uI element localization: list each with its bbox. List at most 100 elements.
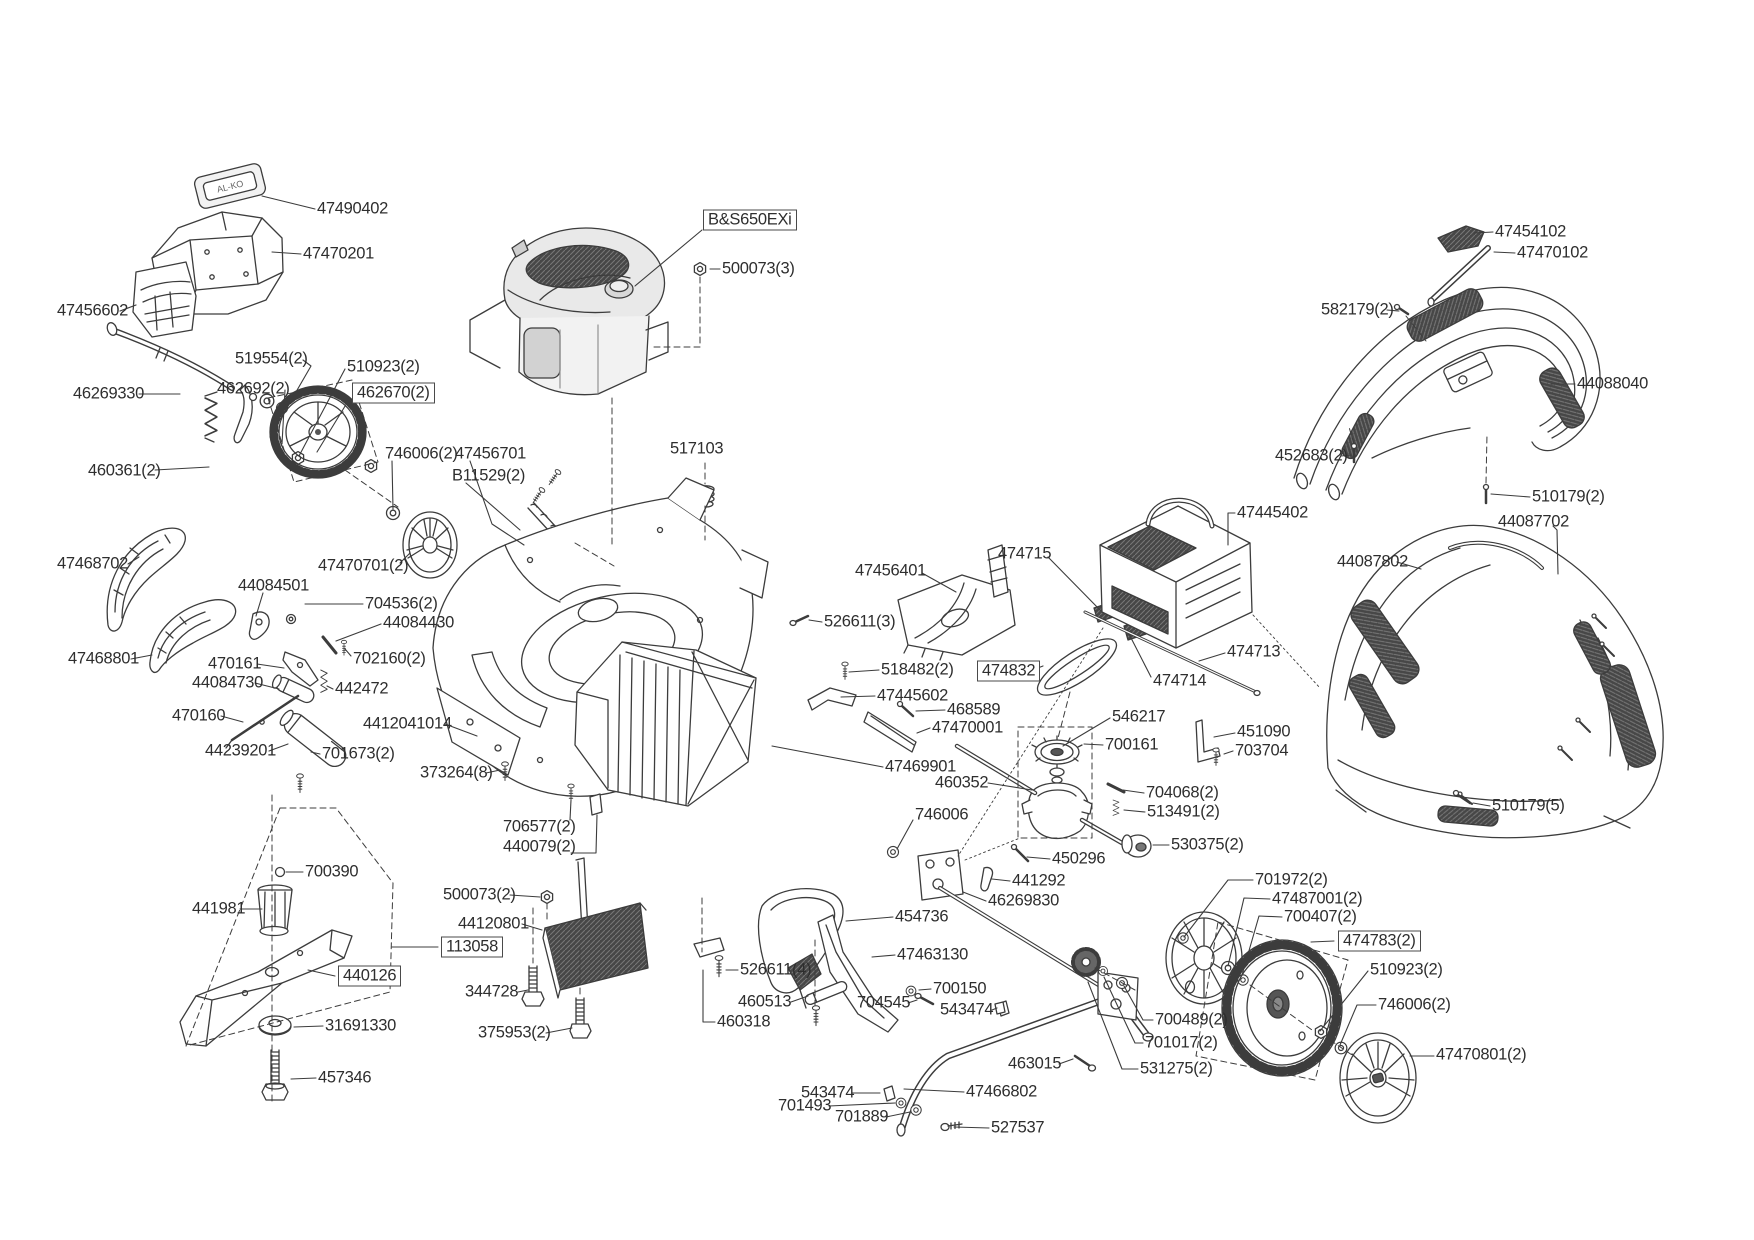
part-label: 44087802 <box>1337 552 1409 571</box>
part-label: 452683(2) <box>1275 446 1348 465</box>
part-label: 702160(2) <box>353 649 426 668</box>
front-wheel-drawing <box>269 385 401 521</box>
bracket-451090-drawing <box>1195 719 1221 766</box>
part-label: 543474 <box>940 1000 994 1019</box>
part-label: 474783(2) <box>1338 930 1421 952</box>
part-label: 44087702 <box>1498 512 1570 531</box>
part-label: 46269830 <box>988 891 1060 910</box>
part-label: 47468702 <box>57 554 129 573</box>
front-hubcap-drawing <box>402 511 458 579</box>
part-label: 531275(2) <box>1140 1059 1213 1078</box>
part-label: 373264(8) <box>420 763 493 782</box>
front-washers-drawing <box>248 392 305 466</box>
part-label: 510923(2) <box>347 357 420 376</box>
part-label: 47470801(2) <box>1436 1045 1527 1064</box>
part-label: 463015 <box>1008 1054 1062 1073</box>
part-label: 47445402 <box>1237 503 1309 522</box>
deflector-drawing <box>757 888 844 1009</box>
part-label: 451090 <box>1237 722 1291 741</box>
part-label: 47466802 <box>966 1082 1038 1101</box>
brand-badge-drawing: AL-KO <box>193 163 267 209</box>
part-label: 113058 <box>441 936 504 958</box>
part-label: 460361(2) <box>88 461 161 480</box>
part-label: 31691330 <box>325 1016 397 1035</box>
construction-lines <box>185 276 1488 1106</box>
part-label: 44084730 <box>192 673 264 692</box>
part-label: 706577(2) <box>503 817 576 836</box>
part-label: 474713 <box>1227 642 1281 661</box>
part-label: 47456401 <box>855 561 927 580</box>
part-label: 47454102 <box>1495 222 1567 241</box>
gearbox-drawing <box>954 735 1152 892</box>
belt-cover-drawing <box>540 857 649 999</box>
part-label: 460513 <box>738 992 792 1011</box>
part-label: 703704 <box>1235 741 1289 760</box>
part-label: 700150 <box>933 979 987 998</box>
cable-guide-strip-drawing <box>817 914 899 1033</box>
part-label: 44239201 <box>205 741 277 760</box>
part-label: 457346 <box>318 1068 372 1087</box>
part-label: 543474 <box>801 1083 855 1102</box>
part-label: 4412041014 <box>363 714 452 733</box>
part-label: 462670(2) <box>352 382 435 404</box>
part-label: 500073(3) <box>722 259 795 278</box>
drive-belt-drawing <box>1036 638 1118 696</box>
part-label: 746006(2) <box>385 444 458 463</box>
part-label: 700407(2) <box>1284 907 1357 926</box>
part-label: 460352 <box>935 773 989 792</box>
part-label: 701493 <box>778 1096 832 1115</box>
part-label: 530375(2) <box>1171 835 1244 854</box>
part-label: 468589 <box>947 700 1001 719</box>
part-label: 441981 <box>192 899 246 918</box>
rear-wheel-disc-drawing <box>1165 911 1249 1005</box>
handle-screws-drawing <box>1350 303 1490 805</box>
part-label: 440079(2) <box>503 837 576 856</box>
front-spring-drawing <box>204 391 218 443</box>
part-label: 47468801 <box>68 649 140 668</box>
part-label: 440126 <box>338 965 402 987</box>
part-label: 462692(2) <box>217 379 290 398</box>
part-label: B11529(2) <box>452 466 526 485</box>
part-label: 527537 <box>991 1118 1045 1137</box>
part-label: 704536(2) <box>365 594 438 613</box>
part-label: 510179(5) <box>1492 796 1565 815</box>
engine-drawing <box>469 227 669 396</box>
blade-support-drawing <box>257 866 293 937</box>
part-label: 701972(2) <box>1255 870 1328 889</box>
part-label: 474832 <box>977 660 1041 682</box>
part-label: 500073(2) <box>443 885 516 904</box>
part-label: 344728 <box>465 982 519 1001</box>
part-label: 44084430 <box>383 613 455 632</box>
part-label: 44120801 <box>458 914 530 933</box>
part-label: 582179(2) <box>1321 300 1394 319</box>
pivot-hardware-drawing <box>886 845 1006 1015</box>
part-label: 517103 <box>670 439 724 458</box>
part-label: 44088040 <box>1577 374 1649 393</box>
side-shield-lower-drawing <box>149 599 237 674</box>
part-label: 474715 <box>998 544 1052 563</box>
part-label: 47456602 <box>57 301 129 320</box>
part-label: 47470201 <box>303 244 375 263</box>
part-label: 700161 <box>1105 735 1159 754</box>
part-label: 526611(3) <box>824 612 896 631</box>
part-label: 47445602 <box>877 686 949 705</box>
part-label: 474714 <box>1153 671 1207 690</box>
part-label: 701017(2) <box>1145 1033 1218 1052</box>
part-label: B&S650EXi <box>703 209 797 231</box>
height-adjuster-drawing <box>225 611 348 793</box>
part-label: 470160 <box>172 706 226 725</box>
part-label: 47470102 <box>1517 243 1589 262</box>
part-label: 375953(2) <box>478 1023 551 1042</box>
engine-nut-drawing <box>693 261 707 277</box>
part-label: 704068(2) <box>1146 783 1219 802</box>
part-label: 526611(4) <box>740 960 812 979</box>
rear-flap-drawing <box>789 614 917 753</box>
front-axle-drawing <box>106 322 253 444</box>
chute-screws-drawing <box>521 965 592 1039</box>
part-label: 470161 <box>208 654 262 673</box>
part-label: 47456701 <box>455 444 527 463</box>
part-label: 746006 <box>915 805 969 824</box>
part-label: 701889 <box>835 1107 889 1126</box>
